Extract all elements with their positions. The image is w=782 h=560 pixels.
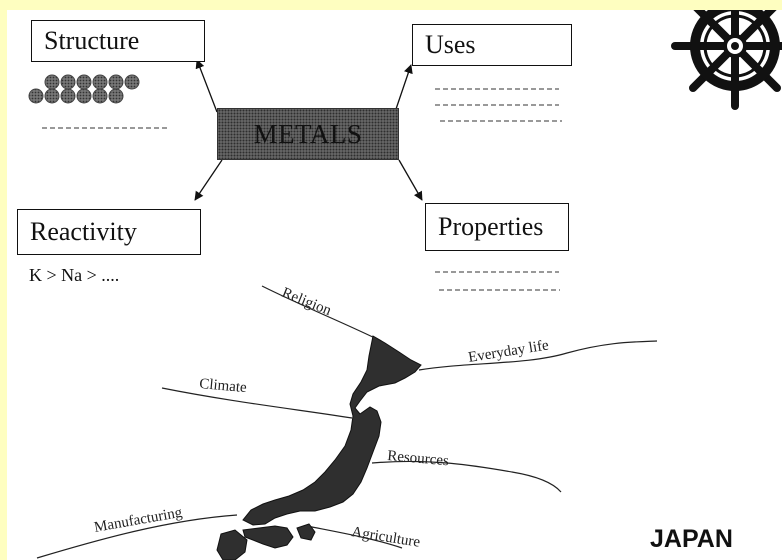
ship-wheel-icon — [671, 10, 782, 110]
arrow-to-reactivity — [194, 159, 223, 201]
climate-line — [161, 387, 353, 419]
japan-topic-lines — [36, 285, 658, 559]
everyday-life-line — [418, 340, 658, 371]
placeholder-lines — [42, 88, 562, 291]
japan-silhouette — [216, 335, 422, 560]
label-religion: Religion — [280, 285, 334, 319]
reactivity-series: K > Na > .... — [29, 265, 120, 285]
structure-box: Structure — [31, 20, 205, 62]
agriculture-line — [306, 525, 403, 549]
label-climate: Climate — [199, 376, 248, 396]
reactivity-box: Reactivity — [17, 209, 201, 255]
manufacturing-line — [36, 514, 238, 559]
metals-arrows — [194, 59, 423, 201]
arrow-to-uses — [394, 64, 413, 113]
label-manufacturing: Manufacturing — [93, 505, 184, 536]
atoms-illustration — [28, 74, 140, 104]
metals-label: METALS — [253, 118, 363, 149]
reactivity-label: Reactivity — [30, 217, 137, 246]
properties-label: Properties — [438, 212, 544, 241]
structure-label: Structure — [44, 26, 140, 55]
arrow-to-structure — [195, 59, 218, 113]
label-resources: Resources — [387, 448, 450, 469]
label-agriculture: Agriculture — [350, 524, 421, 551]
properties-box: Properties — [425, 203, 569, 251]
metals-center-box: METALS — [217, 108, 399, 160]
uses-label: Uses — [425, 30, 476, 59]
japan-title: JAPAN — [650, 525, 733, 553]
uses-box: Uses — [412, 24, 572, 66]
japan-topic-labels: Religion Everyday life Climate Resources… — [93, 285, 550, 551]
slide: Religion Everyday life Climate Resources… — [7, 10, 782, 560]
diagram-canvas: Religion Everyday life Climate Resources… — [28, 10, 782, 560]
resources-line — [371, 460, 562, 493]
arrow-to-properties — [398, 159, 423, 201]
religion-line — [261, 285, 380, 341]
